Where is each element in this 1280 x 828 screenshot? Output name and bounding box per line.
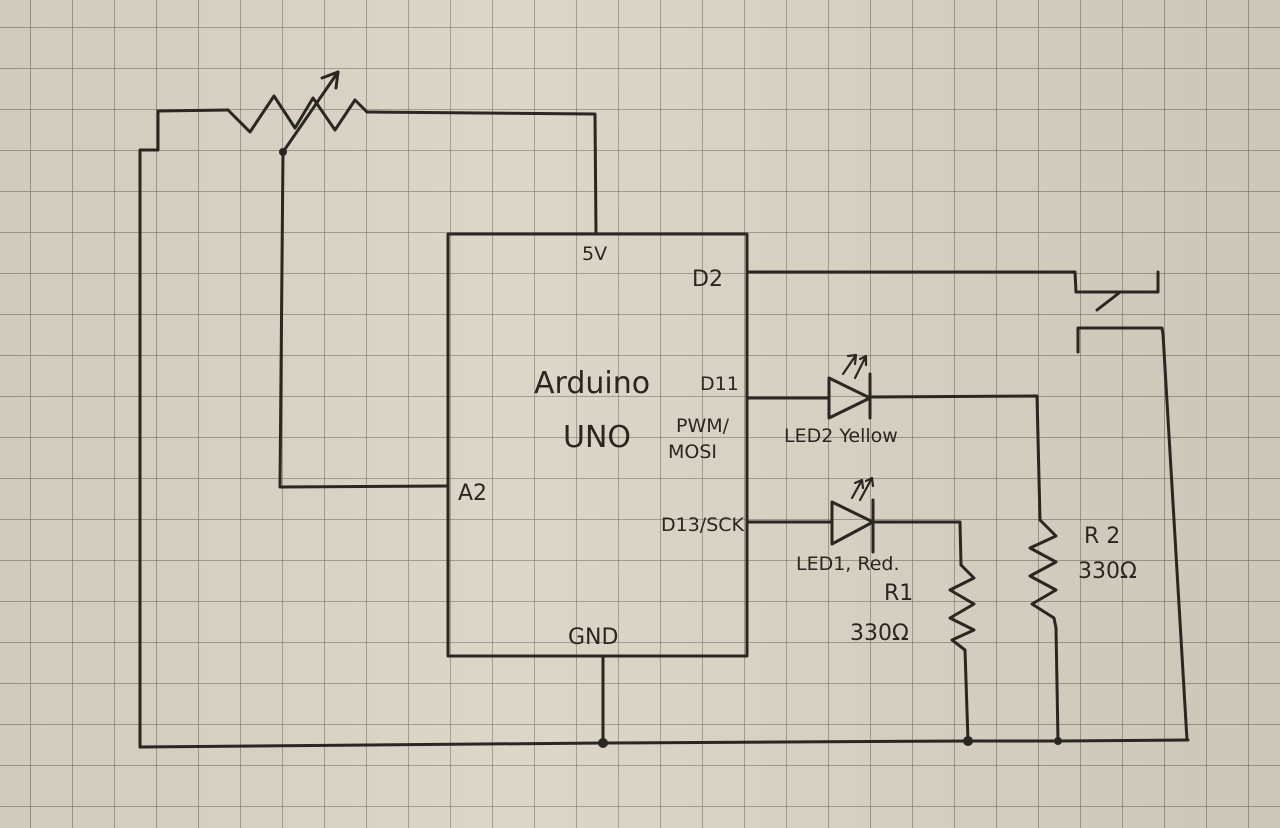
r2-name: R 2: [1084, 524, 1120, 549]
ground-rail: [138, 738, 1190, 749]
led2-label: LED2 Yellow: [784, 425, 898, 447]
wire-led2-to-r2: [868, 394, 1042, 522]
resistor-r1: [948, 563, 976, 743]
wire-led1-to-r1: [871, 520, 963, 567]
r1-value: 330Ω: [850, 621, 909, 646]
resistor-r2: [1028, 518, 1060, 743]
wiper-arrow-icon: [281, 70, 340, 154]
pin-label-5v: 5V: [582, 243, 607, 265]
wire-d2: [745, 270, 1160, 294]
board-name-arduino: Arduino: [534, 366, 650, 401]
pin-label-d11-mosi: MOSI: [668, 441, 717, 463]
pin-label-a2: A2: [458, 481, 487, 506]
led1-label: LED1, Red.: [796, 553, 900, 575]
switch-lower-contact: [1076, 326, 1189, 742]
pin-label-d2: D2: [692, 267, 723, 292]
led2: [827, 353, 872, 420]
switch-actuator: [1095, 291, 1121, 312]
potentiometer: [156, 70, 369, 156]
pin-label-d11-pwm: PWM/: [676, 415, 730, 437]
pin-label-d11: D11: [700, 373, 739, 395]
wire-wiper-to-a2: [278, 150, 450, 489]
pin-label-gnd: GND: [568, 625, 618, 650]
wire-pot-to-5v: [365, 110, 598, 236]
r2-value: 330Ω: [1078, 559, 1137, 584]
wire-left-rail: [138, 109, 160, 749]
led1: [830, 476, 875, 554]
pin-label-d13-sck: D13/SCK: [661, 514, 745, 536]
board-name-uno: UNO: [563, 420, 631, 455]
junction-dot-gnd: [598, 738, 608, 748]
r1-name: R1: [884, 581, 913, 606]
